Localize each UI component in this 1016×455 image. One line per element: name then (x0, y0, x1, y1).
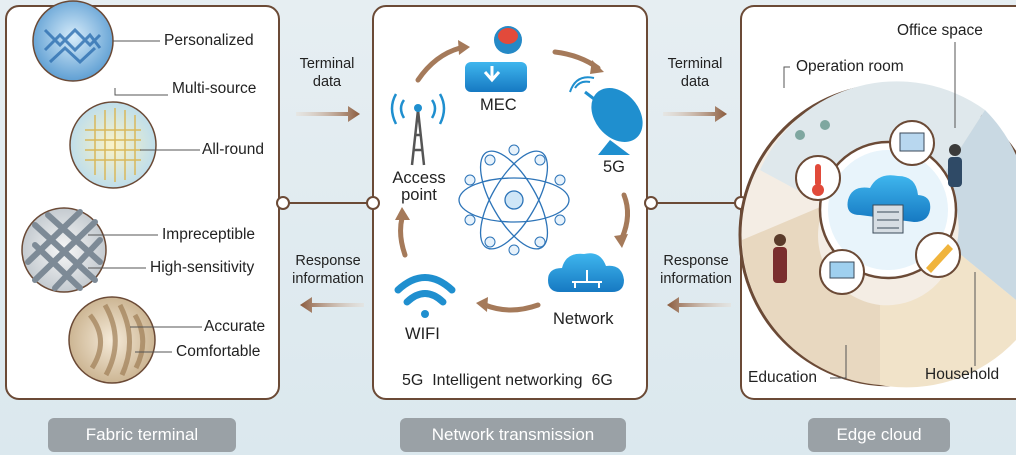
scene-label-household: Household (925, 366, 1000, 383)
fabric-sample-imperceptible (21, 207, 107, 293)
satellite-dish-icon (569, 76, 643, 155)
arrow-response-left (300, 297, 364, 313)
connector-node (276, 196, 290, 210)
feature-multi-source: Multi-source (172, 80, 257, 97)
connector-node (366, 196, 380, 210)
response-label-left: Response information (292, 253, 364, 287)
feature-personalized: Personalized (164, 32, 254, 49)
node-label-network: Network (553, 310, 614, 328)
fabric-sample-multisource (69, 101, 157, 189)
response-label-right: Response information (660, 253, 732, 287)
wifi-icon (394, 274, 456, 318)
scene-label-operation-room: Operation room (796, 58, 904, 75)
feature-leader-lines (88, 40, 202, 353)
footer-fabric-terminal: Fabric terminal (48, 418, 236, 452)
feature-accurate: Accurate (204, 318, 266, 335)
terminal-data-label-right: Terminal data (667, 56, 723, 90)
fabric-sample-personalized (32, 0, 114, 82)
fabric-sample-accurate (68, 296, 156, 384)
node-label-5g: 5G (603, 158, 626, 176)
network-globe-icon (458, 150, 570, 250)
scene-label-education: Education (748, 369, 817, 386)
feature-impreceptible: Impreceptible (162, 226, 256, 243)
node-label-access-point: Access point (392, 169, 446, 204)
connector-node (644, 196, 658, 210)
network-cloud-icon (548, 253, 624, 292)
scene-label-office-space: Office space (897, 22, 983, 39)
arrow-terminal-data-left (296, 106, 360, 122)
node-label-mec: MEC (480, 96, 517, 114)
footer-edge-cloud: Edge cloud (808, 418, 950, 452)
node-label-wifi: WIFI (405, 325, 440, 343)
arrow-response-right (667, 297, 731, 313)
mec-icon (465, 26, 527, 92)
feature-all-round: All-round (202, 141, 265, 158)
arrow-terminal-data-right (663, 106, 727, 122)
access-point-tower-icon (390, 93, 446, 166)
feature-comfortable: Comfortable (176, 343, 261, 360)
cycle-arrowheads (395, 40, 628, 312)
edge-cloud-scene (738, 81, 1016, 388)
network-bottom-text: 5G Intelligent networking 6G (402, 372, 613, 389)
scene-leader-lines (783, 42, 976, 379)
terminal-data-label-left: Terminal data (299, 56, 355, 90)
network-nodes (464, 144, 566, 256)
footer-network-transmission: Network transmission (400, 418, 626, 452)
connector-right (648, 202, 740, 204)
connector-left (280, 202, 372, 204)
feature-high-sensitivity: High-sensitivity (150, 259, 255, 276)
